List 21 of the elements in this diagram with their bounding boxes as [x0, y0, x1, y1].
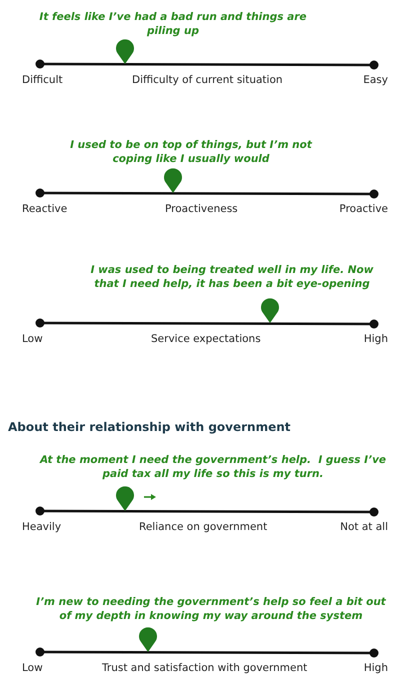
quote-text: At the moment I need the government’s help. I guess I’ve paid tax all my life so this is my turn. — [38, 453, 388, 481]
quote-text: It feels like I’ve had a bad run and things are piling up — [38, 10, 308, 38]
scale-end-label: Difficult — [22, 74, 63, 87]
scale-end-label: Low — [22, 662, 43, 675]
scale-end-label: High — [364, 333, 388, 346]
scale-title: Service expectations — [151, 333, 261, 346]
scale-end-label: Not at all — [340, 521, 388, 534]
quote-text: I was used to being treated well in my life. Now that I need help, it has been a bit eye-opening — [90, 263, 374, 291]
scale-end-label: Low — [22, 333, 43, 346]
scale-end-label: Easy — [363, 74, 388, 87]
scale-end-label: Reactive — [22, 203, 68, 216]
section-heading: About their relationship with government — [8, 420, 291, 434]
scale-title: Proactiveness — [165, 203, 238, 216]
scale-title: Trust and satisfaction with government — [102, 662, 308, 675]
quote-text: I used to be on top of things, but I’m not coping like I usually would — [69, 138, 314, 166]
scale-end-label: High — [364, 662, 388, 675]
scale-end-label: Proactive — [339, 203, 388, 216]
scale-title: Difficulty of current situation — [132, 74, 283, 87]
scale-title: Reliance on government — [139, 521, 268, 534]
quote-text: I’m new to needing the government’s help so feel a bit out of my depth in knowing my way around the system — [35, 595, 387, 623]
scale-end-label: Heavily — [22, 521, 62, 534]
